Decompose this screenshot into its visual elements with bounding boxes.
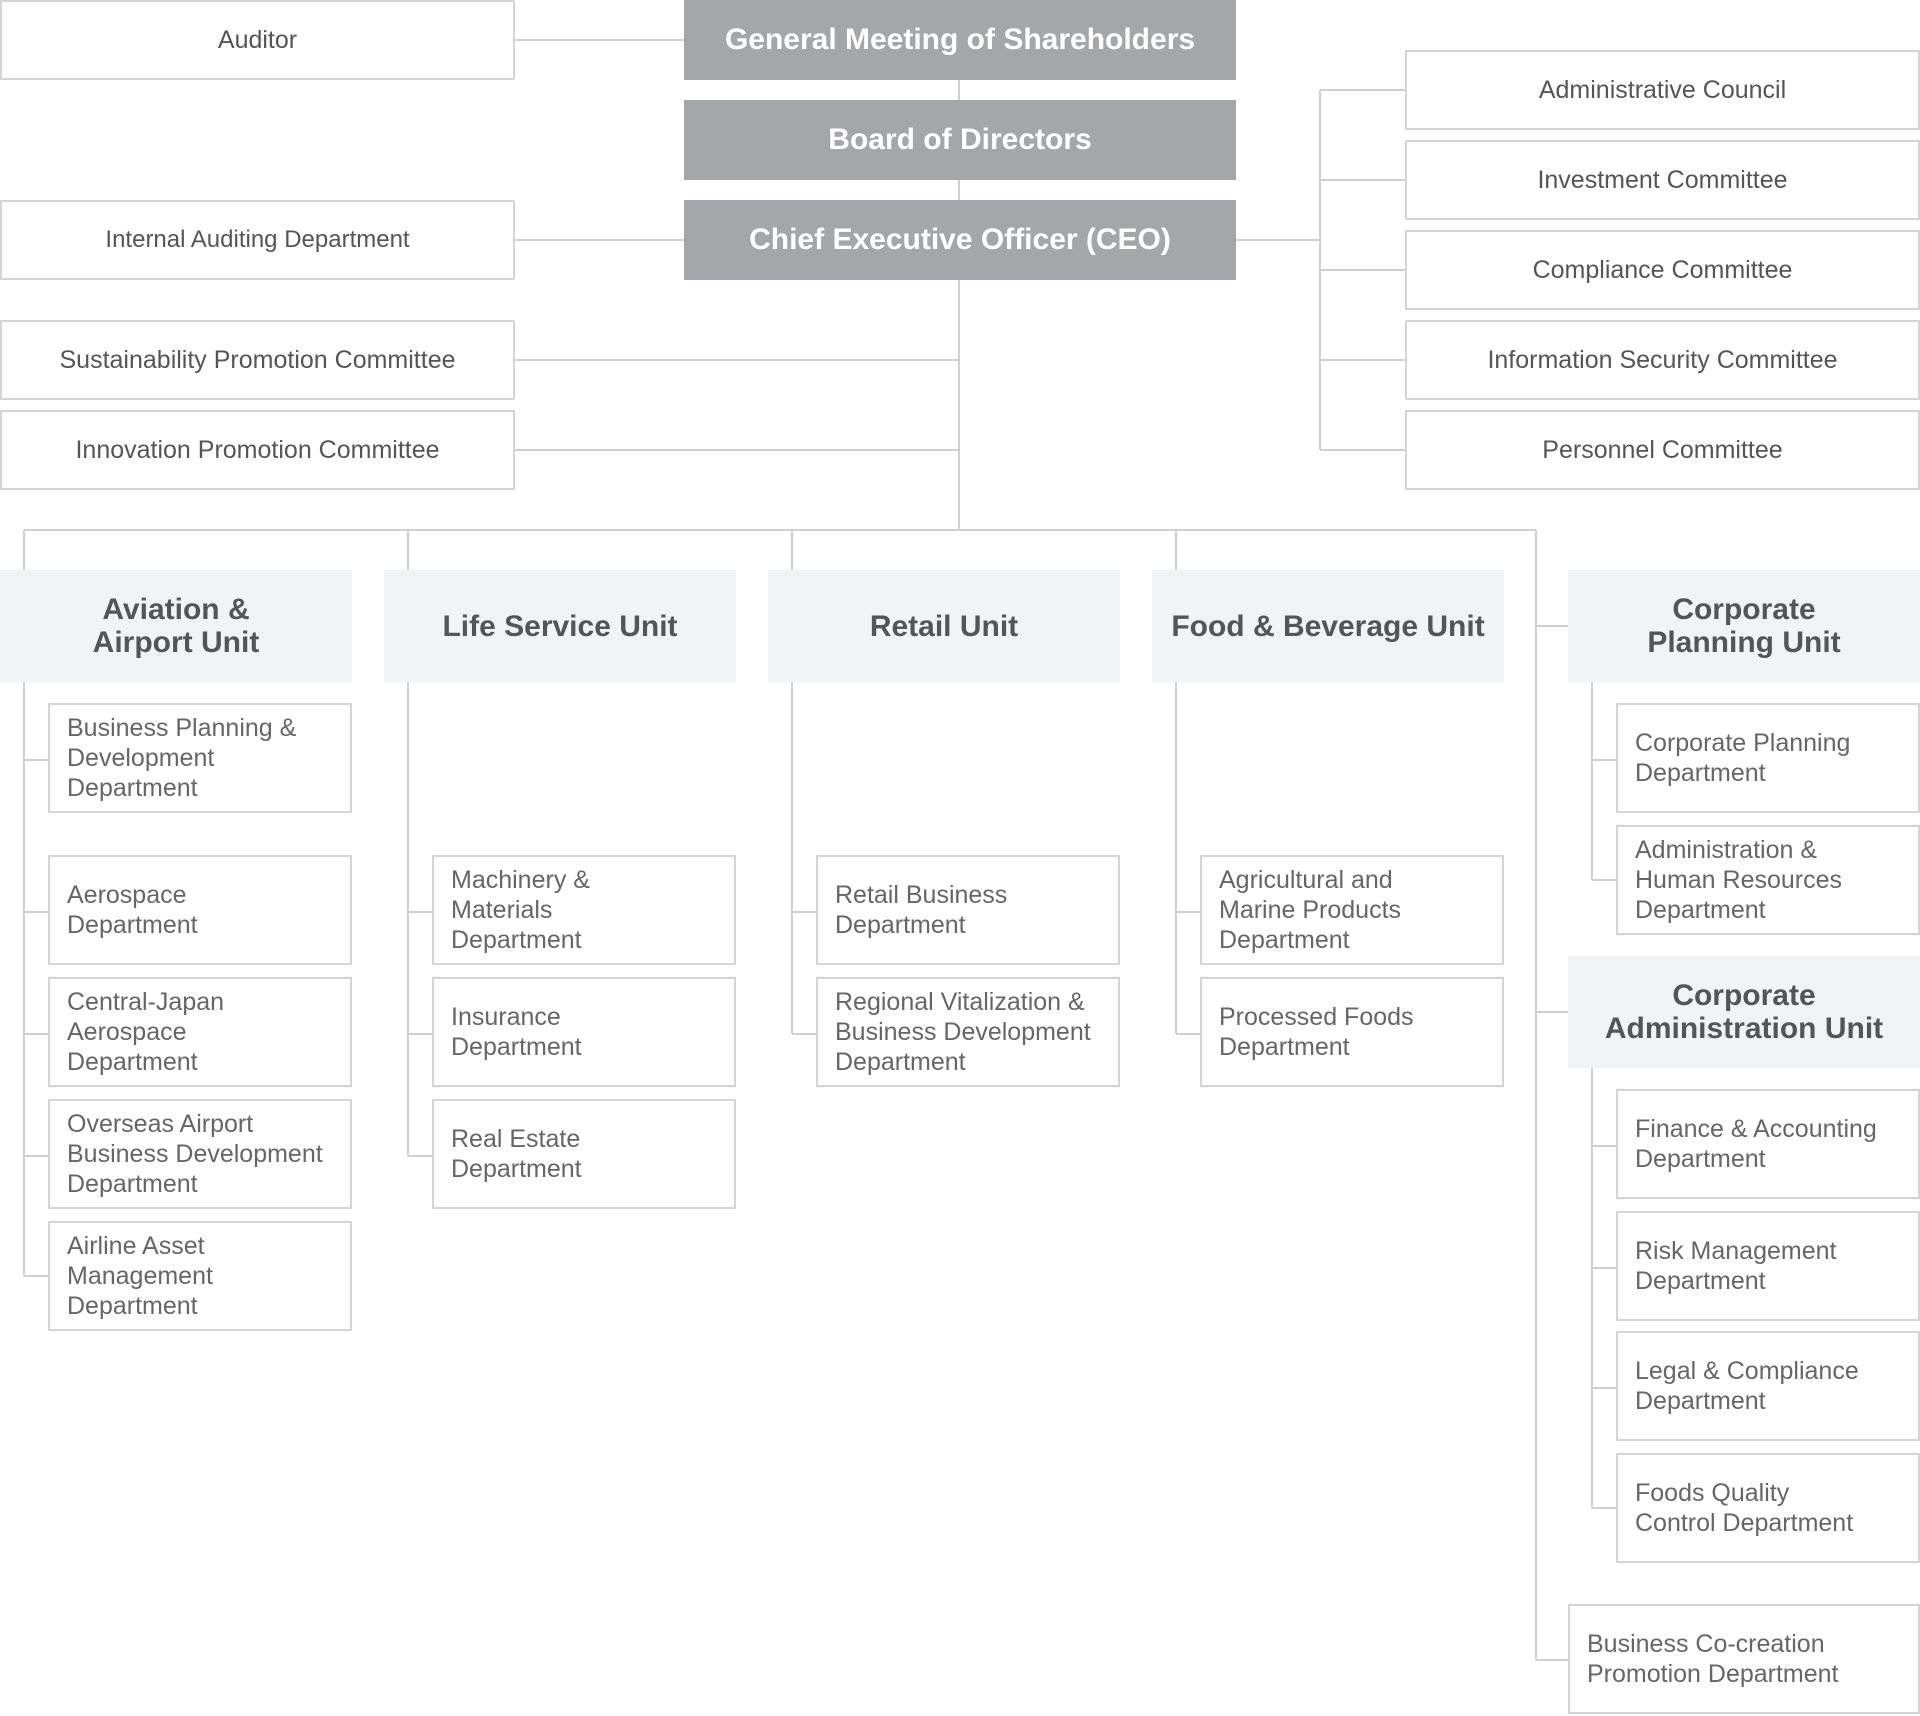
dept-business-cocreation: Business Co-creation Promotion Departmen… [1568,1604,1920,1714]
dept-machinery-materials: Machinery & Materials Department [432,855,736,965]
dept-label: Finance & Accounting Department [1635,1115,1877,1173]
dept-insurance: Insurance Department [432,977,736,1087]
unit-label: Corporate Planning Unit [1647,593,1841,659]
unit-label: Life Service Unit [442,609,678,643]
internal-auditing-label: Internal Auditing Department [105,226,410,253]
compliance-committee-box: Compliance Committee [1405,230,1920,310]
dept-agricultural-marine: Agricultural and Marine Products Departm… [1200,855,1504,965]
sustainability-committee-label: Sustainability Promotion Committee [59,345,456,374]
auditor-label: Auditor [217,25,298,54]
committee-label: Information Security Committee [1487,345,1838,374]
innovation-committee-label: Innovation Promotion Committee [75,435,440,464]
dept-label: Administration & Human Resources Departm… [1635,836,1843,924]
auditor-box: Auditor [0,0,515,80]
dept-label: Foods Quality Control Department [1635,1479,1854,1537]
dept-label: Retail Business Department [835,881,1008,939]
shareholders-label: General Meeting of Shareholders [724,23,1196,56]
committee-label: Administrative Council [1538,75,1787,104]
sustainability-committee-box: Sustainability Promotion Committee [0,320,515,400]
board-box: Board of Directors [684,100,1236,180]
administrative-council-box: Administrative Council [1405,50,1920,130]
dept-label: Business Co-creation Promotion Departmen… [1587,1630,1839,1688]
dept-overseas-airport: Overseas Airport Business Development De… [48,1099,352,1209]
committee-label: Investment Committee [1537,165,1788,194]
dept-airline-asset-management: Airline Asset Management Department [48,1221,352,1331]
internal-auditing-box: Internal Auditing Department [0,200,515,280]
dept-processed-foods: Processed Foods Department [1200,977,1504,1087]
dept-label: Real Estate Department [451,1125,582,1183]
dept-label: Corporate Planning Department [1635,729,1851,787]
dept-label: Aerospace Department [67,881,198,939]
investment-committee-box: Investment Committee [1405,140,1920,220]
dept-central-japan-aerospace: Central-Japan Aerospace Department [48,977,352,1087]
dept-label: Business Planning & Development Departme… [67,714,297,802]
dept-aerospace: Aerospace Department [48,855,352,965]
unit-label: Food & Beverage Unit [1171,609,1485,643]
unit-food-beverage: Food & Beverage Unit [1152,570,1504,682]
unit-aviation-airport: Aviation & Airport Unit [0,570,352,682]
dept-foods-quality-control: Foods Quality Control Department [1616,1453,1920,1563]
unit-label: Corporate Administration Unit [1604,979,1884,1045]
dept-label: Regional Vitalization & Business Develop… [835,988,1091,1076]
personnel-committee-box: Personnel Committee [1405,410,1920,490]
dept-label: Insurance Department [451,1003,582,1061]
unit-corporate-administration: Corporate Administration Unit [1568,956,1920,1068]
dept-label: Machinery & Materials Department [451,866,590,954]
dept-label: Central-Japan Aerospace Department [67,988,225,1076]
committee-label: Personnel Committee [1542,435,1783,464]
dept-corporate-planning: Corporate Planning Department [1616,703,1920,813]
dept-finance-accounting: Finance & Accounting Department [1616,1089,1920,1199]
unit-retail: Retail Unit [768,570,1120,682]
information-security-committee-box: Information Security Committee [1405,320,1920,400]
dept-business-planning-development: Business Planning & Development Departme… [48,703,352,813]
dept-retail-business: Retail Business Department [816,855,1120,965]
dept-regional-vitalization: Regional Vitalization & Business Develop… [816,977,1120,1087]
committee-label: Compliance Committee [1532,255,1793,284]
shareholders-box: General Meeting of Shareholders [684,0,1236,80]
unit-life-service: Life Service Unit [384,570,736,682]
unit-corporate-planning: Corporate Planning Unit [1568,570,1920,682]
unit-label: Aviation & Airport Unit [92,593,260,659]
dept-label: Overseas Airport Business Development De… [67,1110,323,1198]
unit-label: Retail Unit [869,609,1019,643]
dept-label: Agricultural and Marine Products Departm… [1219,866,1402,954]
dept-legal-compliance: Legal & Compliance Department [1616,1331,1920,1441]
ceo-label: Chief Executive Officer (CEO) [749,223,1171,256]
dept-label: Airline Asset Management Department [67,1232,213,1320]
dept-administration-human-resources: Administration & Human Resources Departm… [1616,825,1920,935]
innovation-committee-box: Innovation Promotion Committee [0,410,515,490]
ceo-box: Chief Executive Officer (CEO) [684,200,1236,280]
dept-risk-management: Risk Management Department [1616,1211,1920,1321]
dept-real-estate: Real Estate Department [432,1099,736,1209]
board-label: Board of Directors [828,123,1092,156]
dept-label: Legal & Compliance Department [1635,1357,1859,1415]
dept-label: Risk Management Department [1635,1237,1837,1295]
dept-label: Processed Foods Department [1219,1003,1414,1061]
